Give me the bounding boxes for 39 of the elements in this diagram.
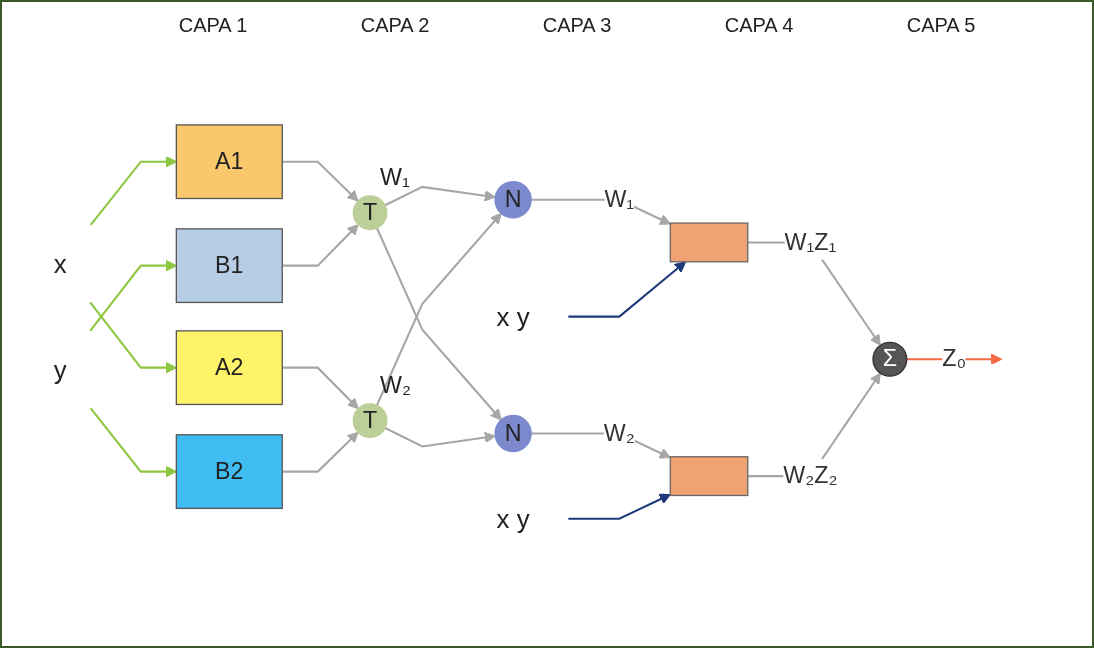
- arrow: [282, 161, 359, 202]
- node-box: B1: [175, 228, 283, 304]
- layer-label: CAPA 1: [178, 14, 248, 37]
- arrow: [282, 432, 359, 473]
- node-text: x y: [496, 504, 530, 534]
- weight-label: W₁: [380, 164, 410, 191]
- arrow: [89, 156, 177, 226]
- edge-label: W₂: [603, 420, 635, 447]
- node-circle: N: [494, 181, 532, 219]
- weight-label: W₂: [380, 372, 412, 399]
- node-box: A2: [175, 330, 283, 406]
- node-text: x y: [496, 302, 530, 332]
- layer-label: CAPA 4: [724, 14, 794, 37]
- arrow: [568, 261, 687, 318]
- node-circle: T: [352, 403, 388, 439]
- edge-label: W₂Z₂: [783, 462, 838, 489]
- arrow: [89, 302, 177, 374]
- node-text: x: [53, 249, 67, 279]
- node-circle: N: [494, 415, 532, 453]
- arrow: [384, 186, 496, 207]
- arrow: [282, 224, 359, 267]
- node-box: B2: [175, 434, 283, 510]
- node-box: [669, 456, 749, 497]
- arrow: [384, 427, 496, 448]
- layer-label: CAPA 3: [542, 14, 612, 37]
- arrow: [89, 260, 177, 332]
- layer-label: CAPA 5: [906, 14, 976, 37]
- layer-label: CAPA 2: [360, 14, 430, 37]
- node-circle: Σ: [872, 342, 908, 378]
- edge-label: W₁Z₁: [784, 229, 837, 255]
- node-circle: T: [352, 195, 388, 231]
- edge-label: Z₀: [942, 346, 967, 372]
- node-box: [669, 222, 749, 263]
- node-text: y: [53, 355, 67, 385]
- arrow: [282, 366, 359, 410]
- node-box: A1: [175, 124, 283, 200]
- arrow: [568, 494, 671, 521]
- arrow: [89, 408, 177, 478]
- edge-label: W₁: [604, 186, 635, 213]
